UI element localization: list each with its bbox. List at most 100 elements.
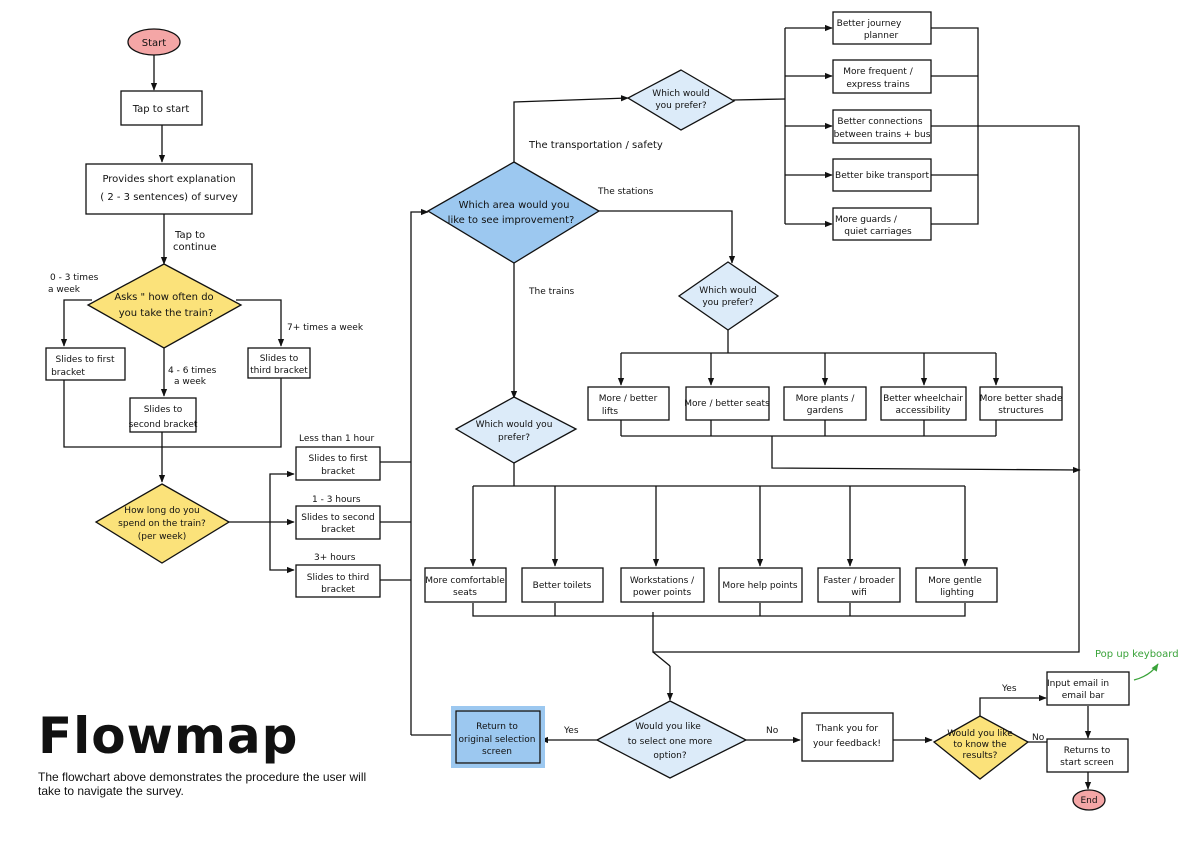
returns-start-line-2: start screen [1060, 758, 1114, 768]
end-label: End [1080, 796, 1097, 806]
area-question-diamond: Which area would you like to see improve… [426, 161, 601, 264]
train-option-wifi: Faster / broader wifi [817, 567, 901, 603]
option-label: More frequent / [843, 67, 913, 77]
edge-label-freq-4-6-1: 4 - 6 times [168, 366, 217, 376]
edge-label-tap-continue-2: continue [173, 242, 216, 253]
option-label: More gentle [928, 576, 982, 586]
thank-you-line-1: Thank you for [815, 724, 879, 734]
third-bracket-dur-box: Slides to third bracket [295, 564, 381, 598]
option-label: More / better [599, 394, 658, 404]
edge-label-trains: The trains [528, 287, 575, 297]
trains-prefer-diamond: Which would you prefer? [454, 396, 578, 464]
option-label: More / better seats [684, 399, 770, 409]
edge-label-dur-3: 3+ hours [314, 553, 356, 563]
annotation-popup-keyboard: Pop up keyboard [1095, 649, 1179, 660]
transport-option-journey-planner: Better journey planner [832, 11, 932, 45]
edge-label-yes-return: Yes [563, 726, 579, 736]
return-original-box: Return to original selection screen [451, 706, 545, 768]
results-question-line-1: Would you like [947, 729, 1013, 739]
transport-option-frequent-trains: More frequent / express trains [832, 59, 932, 94]
second-bracket-freq-line-2: second bracket [129, 420, 198, 430]
third-bracket-freq-box: Slides to third bracket [247, 347, 311, 379]
option-label: Faster / broader [823, 576, 895, 586]
returns-start-line-1: Returns to [1064, 746, 1111, 756]
option-label: More better shade [980, 394, 1063, 404]
results-question-line-2: to know the [953, 740, 1007, 750]
edge-label-stations: The stations [597, 187, 654, 197]
trains-prefer-line-1: Which would you [476, 420, 553, 430]
option-label: Better bike transport [835, 171, 929, 181]
second-bracket-freq-line-1: Slides to [144, 405, 183, 415]
input-email-line-2: email bar [1062, 691, 1105, 701]
duration-question-line-2: spend on the train? [118, 519, 206, 529]
train-option-help-points: More help points [718, 567, 803, 603]
area-question-line-1: Which area would you [459, 200, 570, 211]
station-option-seats: More / better seats [684, 386, 770, 421]
edge-label-no-results: No [1032, 733, 1045, 743]
transport-option-guards: More guards / quiet carriages [832, 207, 932, 241]
first-bracket-freq-box: Slides to first bracket [45, 347, 126, 381]
option-label: More help points [722, 581, 797, 591]
page-caption: The flowchart above demonstrates the pro… [38, 770, 367, 798]
option-label: seats [453, 588, 477, 598]
end-terminal: End [1072, 789, 1106, 811]
transport-prefer-diamond: Which would you prefer? [626, 69, 736, 131]
area-question-line-2: like to see improvement? [448, 215, 575, 226]
tap-to-start-box: Tap to start [120, 90, 203, 126]
option-label: planner [864, 31, 899, 41]
first-bracket-freq-line-2: bracket [51, 368, 85, 378]
edge-label-freq-4-6-2: a week [174, 377, 207, 387]
title-block: Flowmap The flowchart above demonstrates… [38, 706, 398, 798]
duration-question-line-1: How long do you [124, 506, 199, 516]
first-bracket-dur-line-1: Slides to first [309, 454, 368, 464]
first-bracket-dur-line-2: bracket [321, 467, 355, 477]
input-email-box: Input email in email bar [1046, 671, 1130, 706]
returns-start-box: Returns to start screen [1046, 738, 1129, 773]
train-option-seats: More comfortable seats [424, 567, 507, 603]
thank-you-line-2: your feedback! [813, 739, 881, 749]
trains-prefer-line-2: prefer? [498, 433, 530, 443]
tap-to-start-label: Tap to start [132, 104, 190, 115]
duration-question-line-3: (per week) [138, 532, 186, 542]
option-label: Workstations / [630, 576, 695, 586]
return-original-line-3: screen [482, 747, 512, 757]
popup-keyboard-arrow [1133, 663, 1159, 681]
edge-label-dur-1-3: 1 - 3 hours [312, 495, 361, 505]
one-more-line-3: option? [653, 751, 686, 761]
return-original-line-1: Return to [476, 722, 518, 732]
third-bracket-freq-line-2: third bracket [250, 366, 308, 376]
second-bracket-freq-box: Slides to second bracket [129, 397, 198, 433]
option-label: Better toilets [533, 581, 592, 591]
duration-question-diamond: How long do you spend on the train? (per… [94, 483, 231, 564]
station-option-wheelchair: Better wheelchair accessibility [880, 386, 967, 421]
transport-option-bike: Better bike transport [832, 158, 932, 192]
train-option-toilets: Better toilets [521, 567, 604, 603]
transport-prefer-line-1: Which would [652, 89, 709, 99]
option-label: quiet carriages [844, 227, 912, 237]
option-label: gardens [807, 406, 844, 416]
input-email-line-1: Input email in [1047, 679, 1109, 689]
option-label: lifts [602, 407, 619, 417]
one-more-line-2: to select one more [628, 737, 713, 747]
stations-prefer-diamond: Which would you prefer? [677, 261, 780, 331]
edge-label-tap-continue-1: Tap to [174, 230, 205, 241]
option-label: accessibility [896, 406, 952, 416]
edge-label-no-thanks: No [766, 726, 779, 736]
explanation-line-1: Provides short explanation [102, 174, 235, 185]
option-label: More guards / [835, 215, 898, 225]
start-terminal: Start [127, 28, 181, 56]
edge-label-freq-0-3-1: 0 - 3 times [50, 273, 99, 283]
second-bracket-dur-box: Slides to second bracket [295, 505, 381, 540]
thank-you-box: Thank you for your feedback! [801, 712, 894, 762]
option-label: power points [633, 588, 692, 598]
frequency-question-line-2: you take the train? [119, 308, 214, 319]
transport-option-connections: Better connections between trains + bus [832, 109, 932, 144]
option-label: express trains [846, 80, 910, 90]
explanation-box: Provides short explanation ( 2 - 3 sente… [85, 163, 253, 215]
station-option-plants: More plants / gardens [783, 386, 867, 421]
option-label: More plants / [796, 394, 856, 404]
train-option-lighting: More gentle lighting [915, 567, 998, 603]
edge-label-freq-0-3-2: a week [48, 285, 81, 295]
explanation-line-2: ( 2 - 3 sentences) of survey [100, 192, 238, 203]
